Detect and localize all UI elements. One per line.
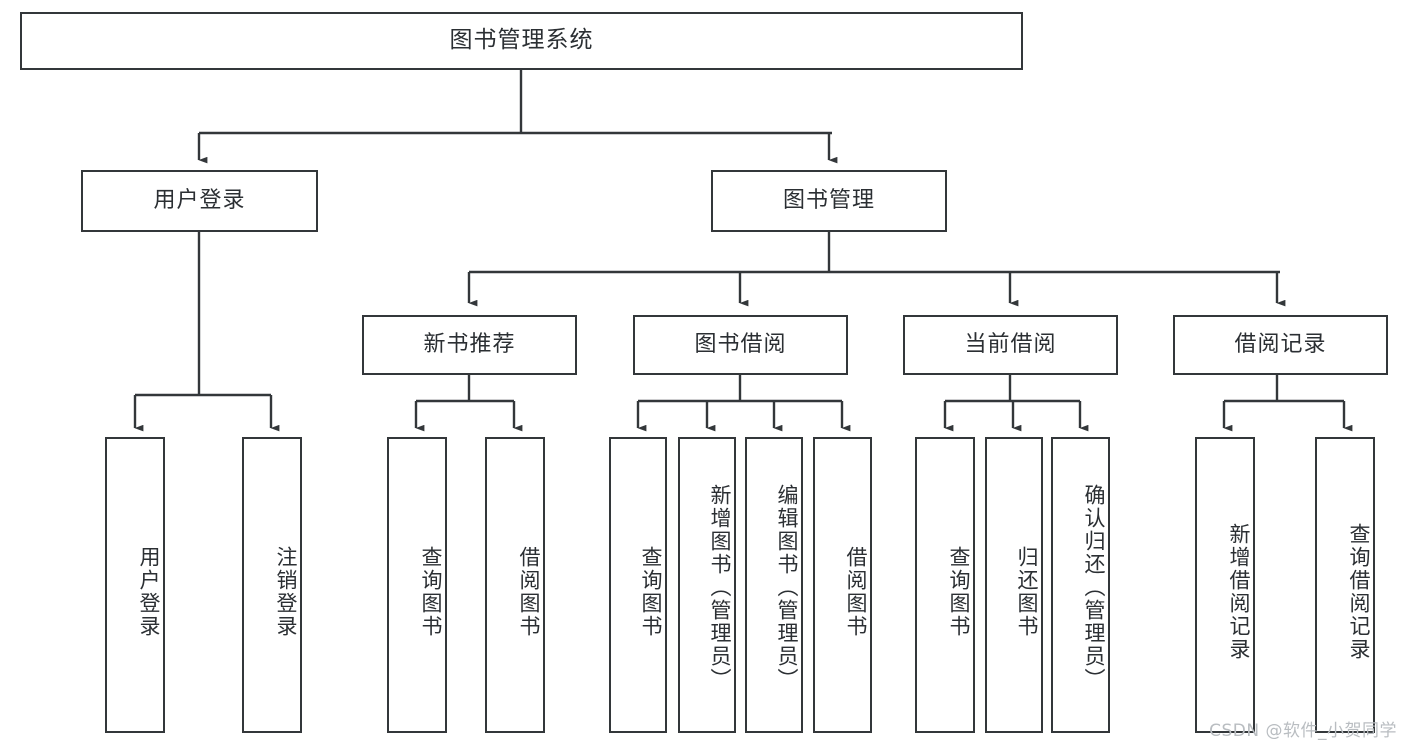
leaf-label: 注销登录 (274, 546, 298, 638)
node-root-system[interactable]: 图书管理系统 (20, 12, 1023, 70)
leaf-book-borrow-borrow[interactable]: 借阅图书 (813, 437, 872, 733)
csdn-watermark: CSDN @软件_小贺同学 (1209, 721, 1397, 741)
node-current-borrow[interactable]: 当前借阅 (903, 315, 1118, 375)
leaf-new-book-borrow[interactable]: 借阅图书 (485, 437, 545, 733)
leaf-label: 借阅图书 (844, 546, 868, 638)
leaf-book-borrow-edit[interactable]: 编辑图书（管理员） (745, 437, 803, 733)
leaf-user-login-logout[interactable]: 注销登录 (242, 437, 302, 733)
node-new-book-recommend[interactable]: 新书推荐 (362, 315, 577, 375)
leaf-label: 查询借阅记录 (1347, 523, 1371, 661)
leaf-label: 查询图书 (639, 546, 663, 638)
leaf-label: 确认归还（管理员） (1082, 483, 1106, 691)
leaf-user-login-login[interactable]: 用户登录 (105, 437, 165, 733)
leaf-current-borrow-confirm[interactable]: 确认归还（管理员） (1051, 437, 1110, 733)
leaf-new-book-query[interactable]: 查询图书 (387, 437, 447, 733)
leaf-label: 借阅图书 (517, 546, 541, 638)
leaf-label: 编辑图书（管理员） (775, 483, 799, 691)
leaf-current-borrow-query[interactable]: 查询图书 (915, 437, 975, 733)
leaf-borrow-record-query[interactable]: 查询借阅记录 (1315, 437, 1375, 733)
leaf-label: 查询图书 (419, 546, 443, 638)
leaf-book-borrow-add[interactable]: 新增图书（管理员） (678, 437, 736, 733)
node-user-login[interactable]: 用户登录 (81, 170, 318, 232)
node-book-borrow[interactable]: 图书借阅 (633, 315, 848, 375)
leaf-borrow-record-add[interactable]: 新增借阅记录 (1195, 437, 1255, 733)
leaf-label: 用户登录 (137, 546, 161, 638)
leaf-current-borrow-return[interactable]: 归还图书 (985, 437, 1043, 733)
leaf-label: 归还图书 (1015, 546, 1039, 638)
leaf-book-borrow-query[interactable]: 查询图书 (609, 437, 667, 733)
leaf-label: 新增借阅记录 (1227, 523, 1251, 661)
leaf-label: 查询图书 (947, 546, 971, 638)
node-book-management[interactable]: 图书管理 (711, 170, 947, 232)
node-borrow-record[interactable]: 借阅记录 (1173, 315, 1388, 375)
leaf-label: 新增图书（管理员） (708, 483, 732, 691)
